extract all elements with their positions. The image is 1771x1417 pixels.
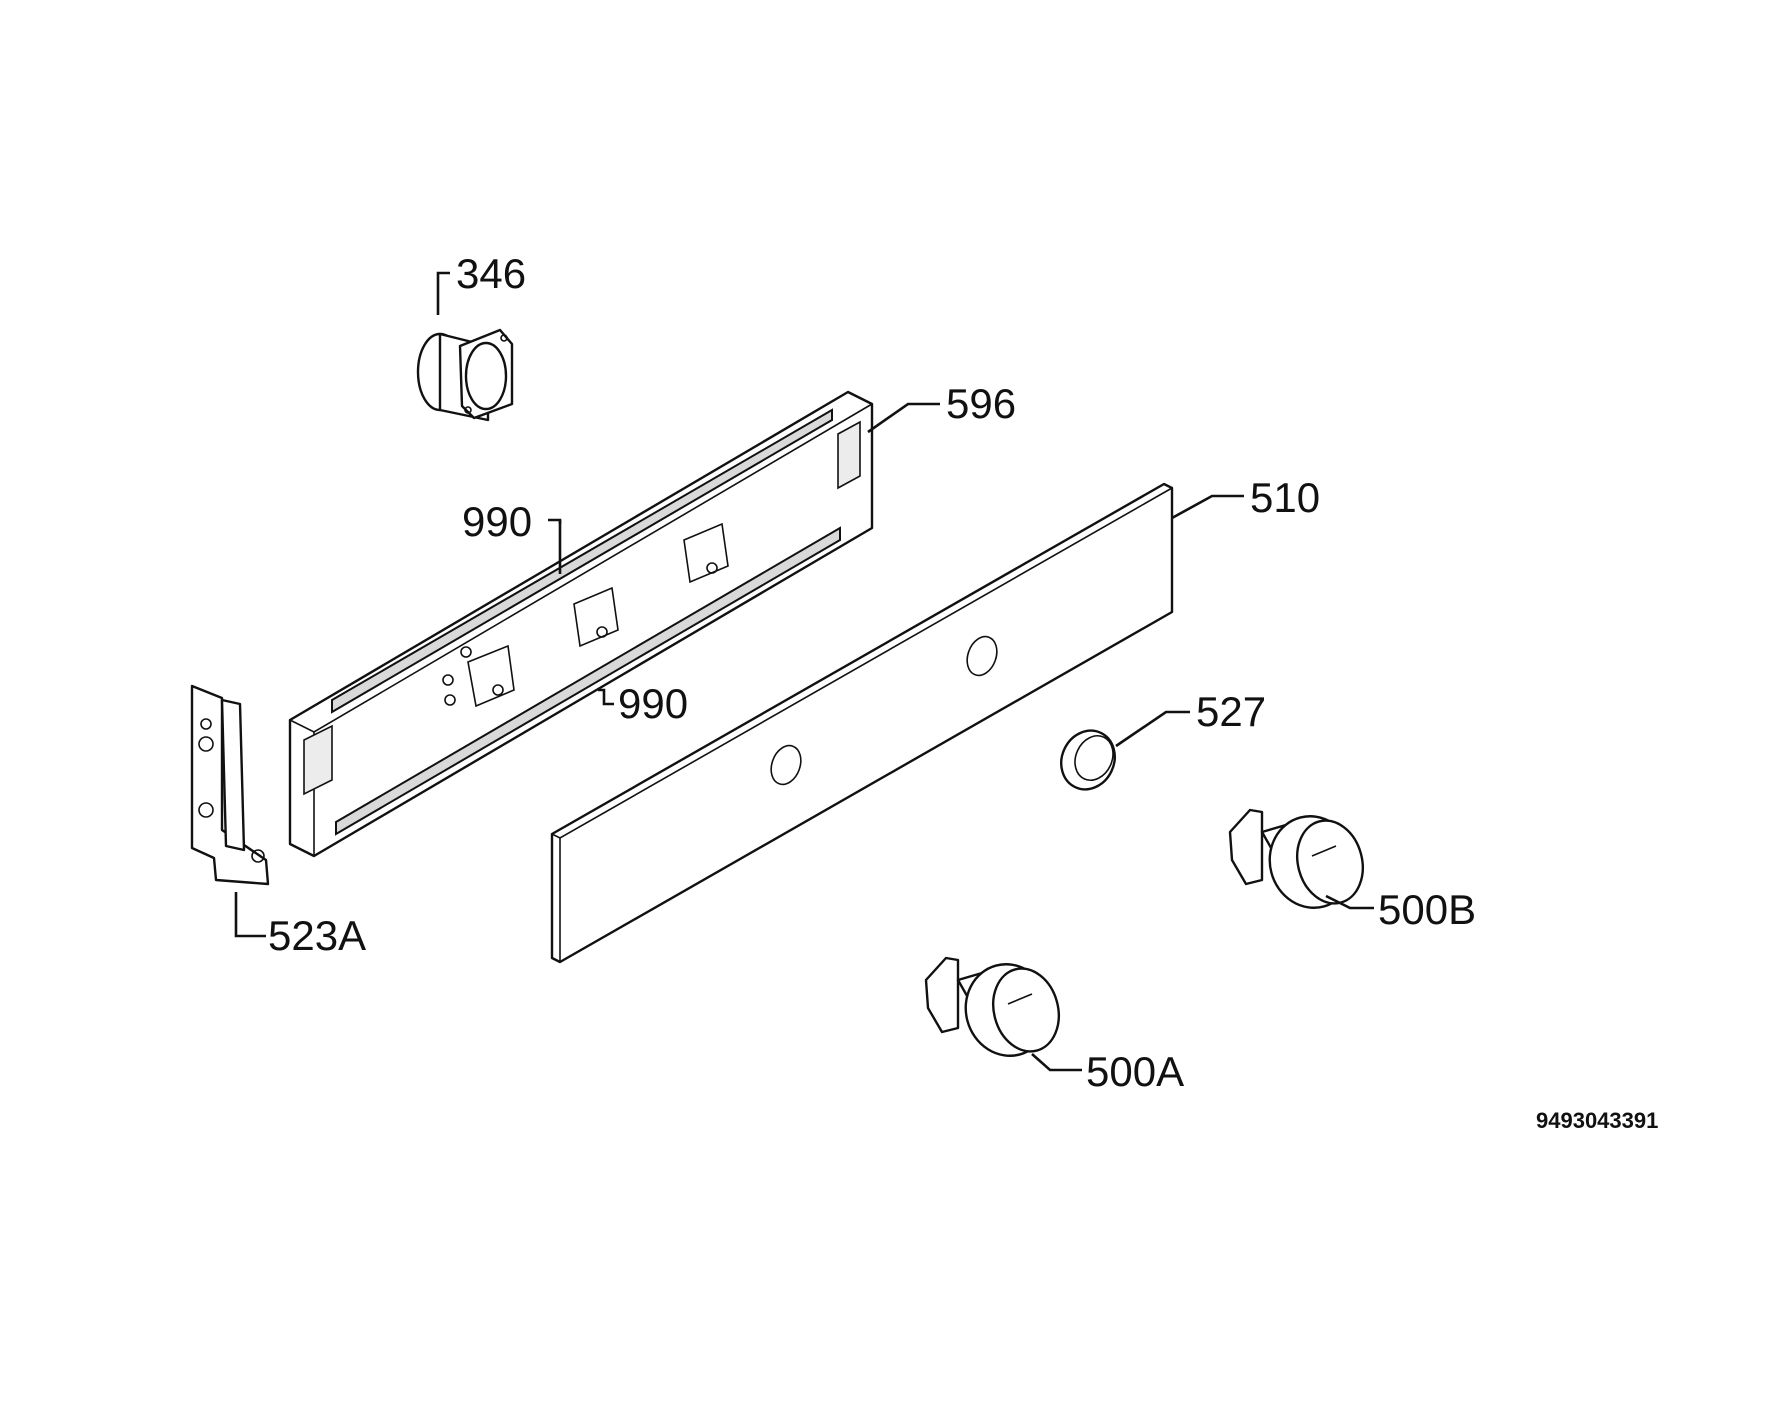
callout-500A: 500A [1086, 1048, 1184, 1095]
part-510-fascia [550, 482, 1174, 964]
callout-523A: 523A [268, 912, 366, 959]
callout-510: 510 [1250, 474, 1320, 521]
part-596-panel [288, 390, 874, 858]
callout-990-lower: 990 [618, 680, 688, 727]
drawing-number: 9493043391 [1536, 1108, 1658, 1133]
part-500B-knob [1228, 808, 1364, 909]
callout-346: 346 [456, 250, 526, 297]
callout-990-upper: 990 [462, 498, 532, 545]
callout-500B: 500B [1378, 886, 1476, 933]
callout-527: 527 [1196, 688, 1266, 735]
part-523A-bracket [190, 684, 270, 886]
part-346-cylinder [416, 328, 514, 422]
part-500A-knob [924, 956, 1060, 1057]
part-527-ring [1060, 729, 1116, 791]
callout-596: 596 [946, 380, 1016, 427]
leader-lines [234, 271, 1374, 1072]
